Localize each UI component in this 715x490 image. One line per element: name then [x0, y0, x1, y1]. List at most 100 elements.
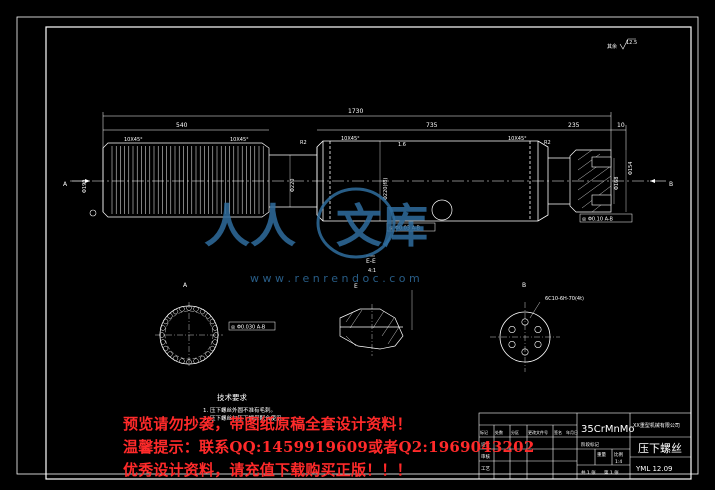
title-row-check: 审核	[481, 453, 490, 460]
svg-text:E: E	[354, 283, 358, 290]
tolerance-frame-mid: ◎ Φ0.03 A-B	[386, 222, 436, 232]
spline-tooth	[205, 351, 211, 357]
dim-right-length: 235	[568, 122, 580, 129]
title-block-header-cell: 分区	[511, 429, 519, 435]
spline-tooth	[212, 325, 218, 331]
shaft-right-end	[548, 149, 612, 213]
svg-text:◎ Φ0.03 A-B: ◎ Φ0.03 A-B	[389, 226, 421, 232]
view-a: A ◎ Φ0.030 A-B	[155, 282, 276, 368]
title-block-header-cell: 签名	[554, 429, 562, 435]
svg-text:其余: 其余	[607, 43, 617, 50]
title-drawing-no: YML 12.09	[635, 465, 672, 473]
bolt-hole	[521, 318, 529, 326]
notes-line-1: 1. 压下螺丝外圆不准有毛刺。	[203, 406, 276, 414]
spline-tooth	[212, 339, 218, 345]
sheet-inner-border	[45, 26, 692, 480]
bolt-hole	[508, 340, 516, 348]
sheet-outer-border	[16, 16, 699, 475]
dim-mid-right-chamfer: 10X45°	[508, 136, 527, 142]
svg-text:◎ Φ0.030 A-B: ◎ Φ0.030 A-B	[231, 325, 266, 331]
spline-tooth	[172, 355, 179, 362]
svg-text:B: B	[522, 282, 526, 289]
spline-tooth	[160, 325, 166, 331]
spline-tooth	[199, 355, 206, 362]
watermark-logo-text-1: 人人	[204, 199, 296, 253]
dim-mid-finish: 1.6	[398, 142, 406, 148]
dim-left-dia: Φ190	[82, 180, 88, 193]
view-arrow-b: B	[650, 179, 673, 188]
title-stage-label: 阶段标记	[581, 441, 599, 448]
spline-threads	[111, 146, 264, 214]
title-scale-value: 1:4	[615, 459, 622, 465]
dim-right-small: 10	[617, 122, 625, 129]
view-b: B 6C10-6H-70(4t)	[490, 282, 584, 372]
spline-tooth	[179, 358, 185, 364]
title-material: 35CrMnMo	[581, 424, 635, 435]
svg-text:B: B	[669, 181, 673, 188]
bolt-hole	[508, 325, 516, 333]
title-sheet-label: 共 1 张	[581, 469, 596, 476]
title-block	[478, 412, 692, 480]
dim-r-right: R2	[544, 140, 551, 146]
spline-end-hole	[89, 209, 97, 217]
spline-tooth	[179, 306, 185, 312]
spline-tooth	[205, 313, 211, 319]
technical-notes: 技术要求 1. 压下螺丝外圆不准有毛刺。 2. 压下螺丝与压下螺母配合使用。	[203, 392, 287, 422]
view-arrow-a: A	[63, 179, 90, 188]
spline-tooth	[199, 308, 206, 315]
spline-tooth	[162, 318, 169, 325]
spline-section	[102, 142, 270, 218]
bolt-hole	[521, 348, 529, 356]
svg-text:4:1: 4:1	[368, 268, 376, 274]
watermark-logo: 人人 文库 w w w . r e n r e n d o c . c o m	[204, 187, 428, 285]
notes-title: 技术要求	[217, 392, 247, 402]
bolt-hole	[534, 340, 542, 348]
spline-tooth	[193, 306, 199, 312]
title-block-header-cell: 更改文件号	[528, 429, 548, 435]
spline-tooth	[209, 345, 216, 352]
right-end-bore-upper	[591, 156, 612, 168]
dim-spline-length: 540	[176, 122, 188, 129]
dim-mid-left-chamfer: 10X45°	[341, 136, 360, 142]
watermark-line-2: 温馨提示：联系QQ:1459919609或者Q2:1969043202	[123, 438, 535, 456]
title-weight-label: 重量	[597, 451, 606, 458]
notes-line-2: 2. 压下螺丝与压下螺母配合使用。	[203, 414, 287, 422]
dim-right-dia-a: Φ168	[614, 177, 620, 190]
title-scale-label: 比例	[614, 451, 623, 458]
svg-text:12.5: 12.5	[626, 40, 637, 46]
overall-dimension	[102, 112, 627, 150]
title-row-design: 设计	[481, 441, 490, 448]
spline-tooth	[209, 318, 216, 325]
title-company: XX重型机械有限公司	[633, 422, 680, 429]
tolerance-frame-right: ◎ Φ0.10 A-B	[579, 213, 633, 223]
spline-tooth	[162, 345, 169, 352]
title-sheet-label-2: 第 1 张	[604, 469, 619, 476]
title-row-process: 工艺	[481, 466, 490, 472]
roughness-symbol: 其余 12.5	[607, 38, 637, 50]
watermark-logo-text-2: 文库	[336, 199, 428, 253]
spline-tooth	[193, 358, 199, 364]
dim-mid-length: 735	[426, 122, 438, 129]
spline-tooth	[167, 351, 173, 357]
spline-tooth	[160, 339, 166, 345]
title-block-header-cell: 处数	[495, 429, 503, 435]
dim-r-left: R2	[300, 140, 307, 146]
dim-overall-length: 1730	[348, 108, 363, 115]
dim-spline-right-chamfer: 10X45°	[230, 137, 249, 143]
title-block-headers: 标记 处数 分区 更改文件号签名年月日	[480, 429, 578, 435]
dim-neck-dia: Φ220	[290, 179, 296, 192]
section-e-detail: E	[339, 283, 413, 356]
watermark-logo-url: w w w . r e n r e n d o c . c o m	[250, 272, 420, 285]
shaft-center-hole	[431, 199, 453, 221]
title-block-header-cell: 标记	[480, 429, 488, 435]
title-block-header-cell: 年月日	[566, 429, 578, 435]
spline-tooth	[172, 308, 179, 315]
svg-text:◎ Φ0.10 A-B: ◎ Φ0.10 A-B	[582, 217, 614, 223]
svg-text:A: A	[183, 282, 188, 289]
spline-tooth	[167, 313, 173, 319]
watermark-line-3: 优秀设计资料，请充值下载购买正版！！！	[123, 461, 412, 479]
bolt-hole	[534, 325, 542, 333]
svg-text:E-E: E-E	[366, 258, 376, 265]
watermark-line-1: 预览请勿抄袭，带图纸原稿全套设计资料！	[123, 415, 412, 433]
